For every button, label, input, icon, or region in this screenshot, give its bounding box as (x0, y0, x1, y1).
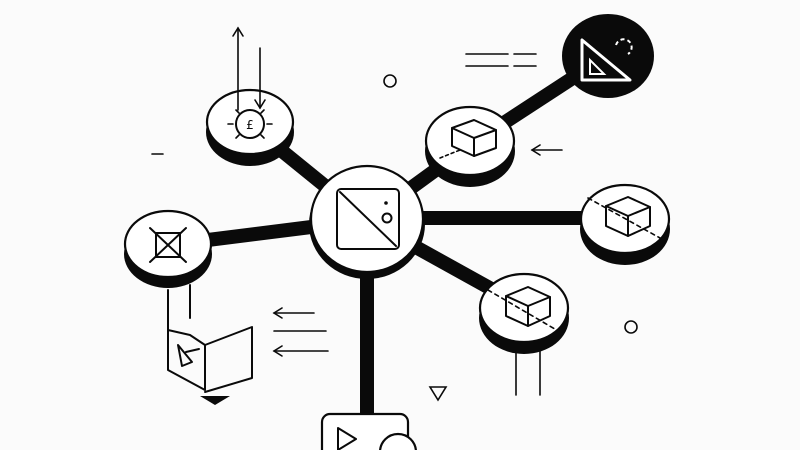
crossed-frame-icon (149, 227, 187, 263)
node-cube-top (424, 105, 516, 187)
triangle-ruler-icon (580, 38, 633, 82)
decorations (151, 74, 638, 402)
lightbulb-mark: £ (246, 118, 254, 132)
arrow-up-icon (232, 26, 244, 37)
folder-pen-icon (167, 284, 253, 405)
arrow-down-icon (254, 99, 266, 110)
triangle-decoration (428, 386, 448, 402)
cube-icon (451, 119, 497, 157)
node-cube-bottom (478, 272, 570, 396)
arrow-lines-left (272, 307, 329, 357)
node-frame-x (123, 209, 213, 288)
play-icon (337, 427, 357, 450)
arrow-left-icon (530, 144, 563, 156)
node-play (320, 412, 417, 450)
cube-icon (605, 196, 651, 237)
node-cube-right (579, 183, 671, 265)
dash-lines (465, 53, 537, 67)
cube-icon (505, 286, 551, 327)
node-lightbulb: £ (205, 26, 295, 166)
image-frame-icon (336, 188, 400, 250)
circle-decoration (624, 320, 638, 334)
circle-decoration (383, 74, 397, 88)
hub-node (309, 164, 425, 279)
node-triangle (562, 14, 654, 98)
lightbulb-icon: £ (227, 109, 273, 139)
